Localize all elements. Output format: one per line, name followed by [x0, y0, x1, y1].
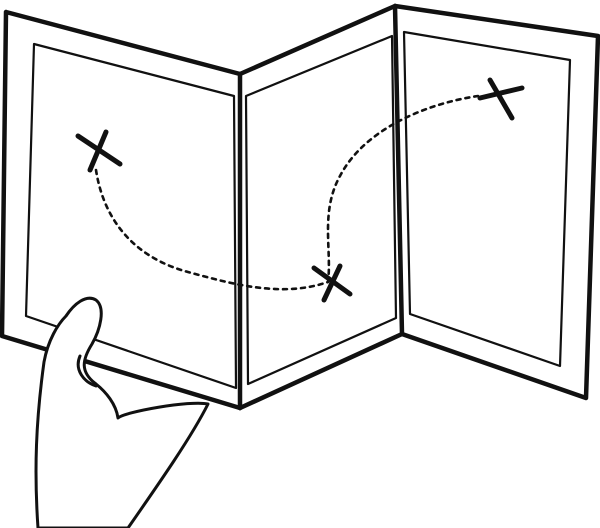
x-mark-icon [75, 129, 123, 173]
map-panel-right [392, 3, 600, 401]
left-panel-inner-border [24, 42, 238, 390]
map-panel-left [0, 9, 243, 411]
middle-panel-outer-edge [237, 3, 405, 411]
x-mark-icon [477, 77, 525, 121]
hand-icon [34, 296, 210, 528]
right-panel-inner-border [402, 30, 572, 368]
map-panel-middle [237, 3, 405, 411]
map [0, 3, 600, 411]
right-panel-outer-edge [392, 3, 600, 401]
x-mark-icon [311, 263, 353, 303]
fold-line-right [392, 3, 405, 337]
left-panel-outer-edge [0, 9, 243, 411]
dotted-route [94, 94, 480, 291]
middle-panel-inner-border [244, 34, 398, 386]
thumb-crease [76, 354, 98, 388]
